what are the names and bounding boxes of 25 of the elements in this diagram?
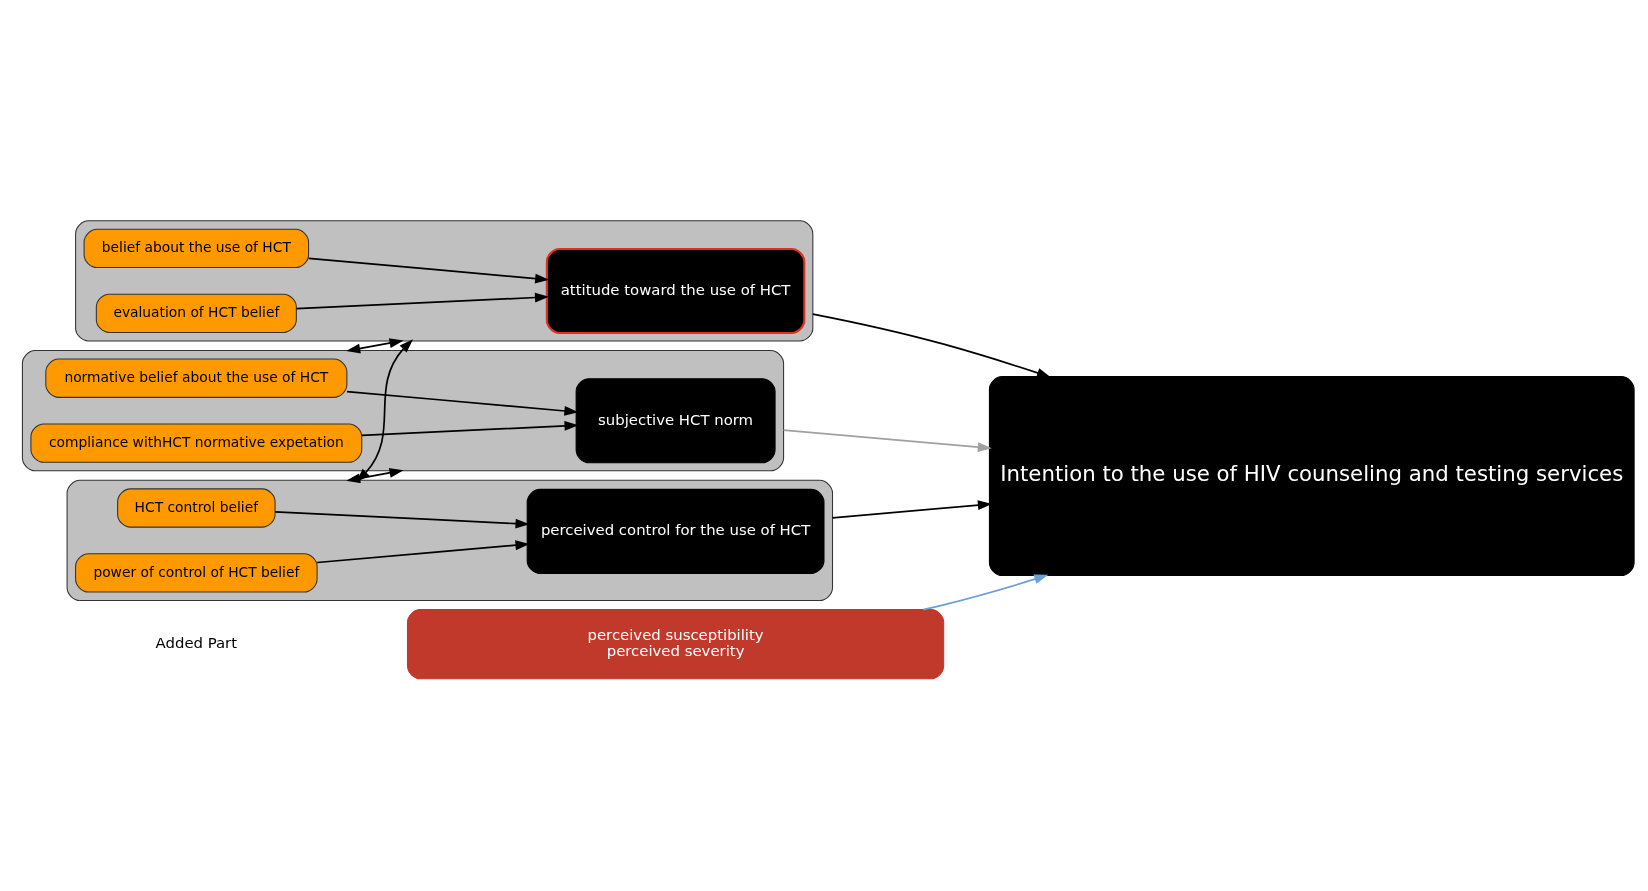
node-box: compliance withHCT normative expetation	[30, 423, 363, 463]
node-box: subjective HCT norm	[575, 378, 776, 464]
node-box: HCT control belief	[117, 488, 276, 528]
node-box: belief about the use of HCT	[83, 228, 310, 269]
arrow	[782, 429, 992, 452]
arrow	[346, 390, 579, 416]
cluster	[75, 220, 814, 342]
node-box: attitude toward the use of HCT	[545, 247, 806, 335]
node-box: normative belief about the use of HCT	[45, 358, 348, 398]
arrow	[831, 500, 992, 519]
arrow	[274, 510, 530, 529]
node-box: evaluation of HCT belief	[95, 293, 297, 333]
arrow	[346, 338, 404, 354]
arrow	[307, 257, 550, 284]
node-box: power of control of HCT belief	[75, 553, 318, 593]
arrow	[922, 574, 1049, 611]
node-box: perceived susceptibility perceived severity	[407, 609, 945, 680]
node-box: Intention to the use of HIV counseling and testing services	[988, 376, 1635, 577]
node-box: perceived control for the use of HCT	[526, 488, 825, 574]
arrow	[316, 540, 530, 564]
arrow	[812, 313, 1052, 378]
arrow	[295, 292, 550, 310]
arrow	[361, 421, 579, 437]
cluster	[66, 479, 834, 602]
label: Added Part	[155, 634, 238, 653]
